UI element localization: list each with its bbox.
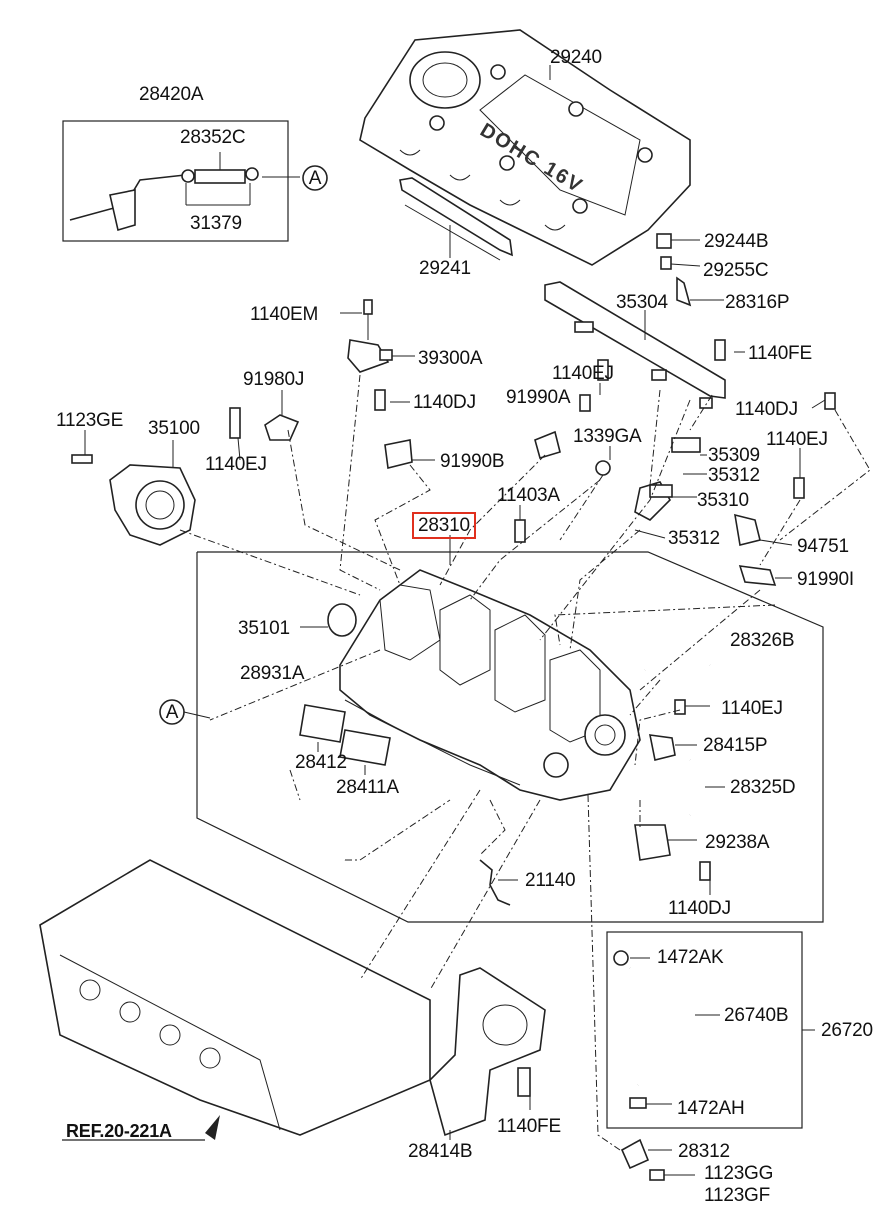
label-1123GF: 1123GF <box>704 1185 771 1206</box>
label-1140FE-bottom: 1140FE <box>497 1116 561 1137</box>
label-1140DJ-left: 1140DJ <box>413 392 476 413</box>
engine-cover <box>359 29 691 266</box>
fuel-rail <box>544 281 726 409</box>
label-1140FE-top: 1140FE <box>748 343 812 364</box>
label-39300A: 39300A <box>418 348 483 369</box>
intake-manifold <box>339 569 641 801</box>
label-35312-lower: 35312 <box>668 528 720 549</box>
label-91990B: 91990B <box>440 451 505 472</box>
cylinder-head <box>39 859 431 1136</box>
label-1140EJ-lower: 1140EJ <box>721 698 783 719</box>
label-35310: 35310 <box>697 490 749 511</box>
label-28310-highlighted[interactable]: 28310 <box>412 512 476 539</box>
hose-26740B <box>613 950 699 1109</box>
label-21140: 21140 <box>525 870 576 891</box>
label-28316P: 28316P <box>725 292 790 313</box>
label-29244B: 29244B <box>704 231 769 252</box>
throttle-body <box>109 464 196 546</box>
callout-a-bottom-letter: A <box>165 702 179 723</box>
label-35309: 35309 <box>708 445 760 466</box>
label-26720: 26720 <box>821 1020 873 1041</box>
label-28412: 28412 <box>295 752 347 773</box>
label-91990A: 91990A <box>506 387 571 408</box>
label-1472AK: 1472AK <box>657 947 724 968</box>
label-31379: 31379 <box>190 213 242 234</box>
ref-label[interactable]: REF.20-221A <box>66 1121 172 1141</box>
hose-28931A <box>209 713 346 862</box>
label-35312-upper: 35312 <box>708 465 760 486</box>
frame-28420A <box>62 120 289 242</box>
label-91990I: 91990I <box>797 569 854 590</box>
callout-a-top-letter: A <box>308 168 322 189</box>
frame-28310 <box>196 551 824 923</box>
label-28326B: 28326B <box>730 630 795 651</box>
label-29241: 29241 <box>419 258 471 279</box>
label-1140EM: 1140EM <box>250 304 319 325</box>
label-28352C: 28352C <box>180 127 246 148</box>
label-1472AH: 1472AH <box>677 1098 745 1119</box>
label-1140EJ-upper: 1140EJ <box>552 363 614 384</box>
label-28420A: 28420A <box>139 84 204 105</box>
bracket-28414B <box>429 967 546 1137</box>
label-28411A: 28411A <box>336 777 399 798</box>
label-1140EJ-right: 1140EJ <box>766 429 828 450</box>
label-1123GE: 1123GE <box>56 410 124 431</box>
label-1140DJ-right: 1140DJ <box>735 399 798 420</box>
label-35101: 35101 <box>238 618 290 639</box>
gasket-35101 <box>327 603 357 637</box>
label-1140EJ-left: 1140EJ <box>205 454 267 475</box>
callout-a-top <box>302 165 328 191</box>
label-28931A: 28931A <box>240 663 305 684</box>
breather-hose-assembly <box>69 152 300 232</box>
label-28414B: 28414B <box>408 1141 473 1162</box>
bracket-29241 <box>399 177 513 261</box>
label-94751: 94751 <box>797 536 849 557</box>
label-28312: 28312 <box>678 1141 730 1162</box>
label-26740B: 26740B <box>724 1005 789 1026</box>
label-29240: 29240 <box>550 47 602 68</box>
label-29255C: 29255C <box>703 260 769 281</box>
label-1339GA: 1339GA <box>573 426 642 447</box>
label-91980J: 91980J <box>243 369 305 390</box>
ref-arrow <box>205 1115 220 1140</box>
label-35100: 35100 <box>148 418 200 439</box>
label-29238A: 29238A <box>705 832 770 853</box>
label-28415P: 28415P <box>703 735 768 756</box>
label-11403A: 11403A <box>497 485 560 506</box>
label-1140DJ-lower: 1140DJ <box>668 898 731 919</box>
label-28325D: 28325D <box>730 777 796 798</box>
label-1123GG: 1123GG <box>704 1163 774 1184</box>
label-35304: 35304 <box>616 292 668 313</box>
